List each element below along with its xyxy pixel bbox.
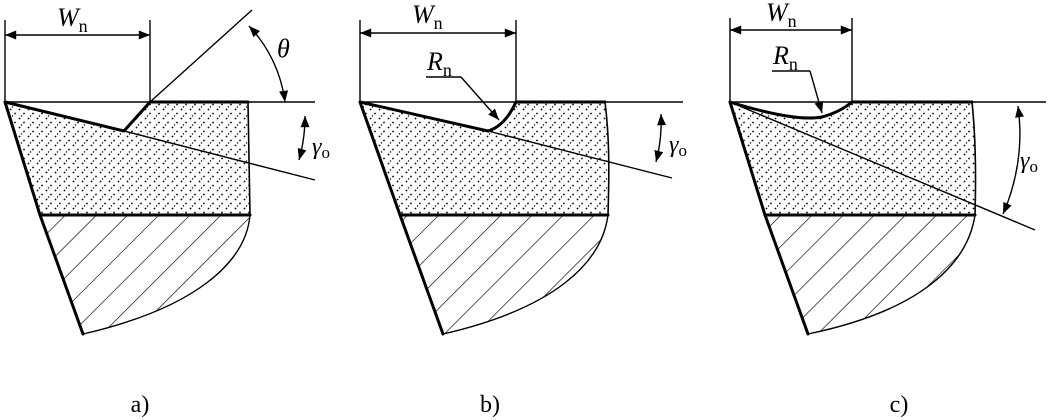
svg-text:γo: γo [1020, 148, 1038, 176]
svg-text:γo: γo [669, 132, 687, 160]
panel-b-rake-subscript: o [678, 141, 687, 160]
panel-b-insert [360, 102, 609, 215]
panel-c-rake-subscript: o [1029, 157, 1038, 176]
panel-c-width-subscript: n [788, 11, 797, 31]
panel-a: Wn θ γo a) [3, 3, 330, 418]
panel-b-caption: b) [480, 392, 500, 418]
panel-b-tool-body [399, 214, 609, 335]
panel-c: Wn Rn γo c) [728, 0, 1046, 418]
panel-c-tool-body [764, 214, 976, 335]
svg-text:Rn: Rn [426, 47, 452, 80]
panel-b-rake-symbol: γ [669, 132, 679, 158]
panel-a-width-subscript: n [79, 16, 88, 36]
panel-c-insert [730, 102, 976, 215]
panel-c-caption: c) [890, 392, 909, 418]
panel-c-width-symbol: W [766, 0, 790, 27]
panel-a-tool-body [39, 214, 251, 335]
panel-a-width-symbol: W [57, 3, 81, 32]
panel-b: Wn Rn γo b) [358, 0, 687, 418]
svg-text:Wn: Wn [766, 0, 797, 31]
panel-b-width-subscript: n [434, 13, 443, 33]
panel-a-caption: a) [131, 392, 150, 418]
panel-a-rake-symbol: γ [312, 134, 322, 160]
panel-c-radius-symbol: R [772, 41, 789, 70]
panel-b-width-symbol: W [412, 0, 436, 29]
svg-text:Wn: Wn [57, 3, 88, 36]
panel-a-insert [5, 102, 250, 215]
svg-text:Rn: Rn [772, 41, 798, 74]
panel-c-rake-symbol: γ [1020, 148, 1030, 174]
panel-a-rake-subscript: o [321, 143, 330, 162]
svg-text:γo: γo [312, 134, 330, 162]
panel-b-radius-subscript: n [443, 60, 452, 80]
panel-c-radius-subscript: n [789, 54, 798, 74]
panel-b-radius-symbol: R [426, 47, 443, 76]
svg-text:Wn: Wn [412, 0, 443, 33]
panel-a-angle-symbol: θ [277, 34, 290, 63]
